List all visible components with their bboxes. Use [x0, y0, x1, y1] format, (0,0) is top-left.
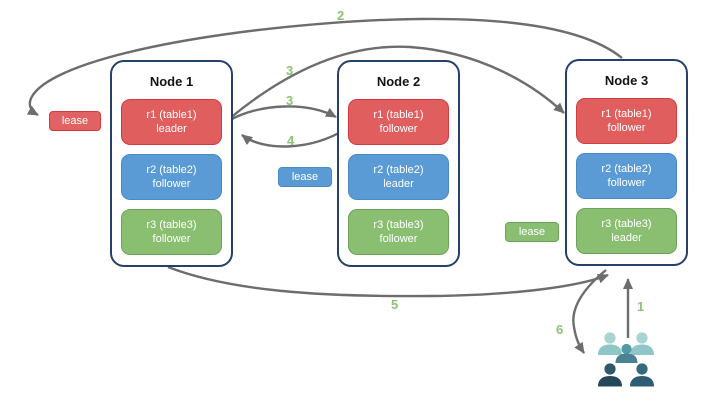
lease-badge-r1: lease	[49, 111, 101, 131]
node-2-title: Node 2	[376, 74, 421, 89]
replica-role-label: follower	[607, 177, 646, 189]
replica-role-label: follower	[152, 233, 191, 245]
users-icon	[598, 332, 654, 387]
replica-role-label: leader	[156, 123, 187, 135]
node2-replica-r2: r2 (table2) leader	[348, 154, 449, 200]
step-label-2: 2	[337, 8, 345, 23]
replica-range-label: r3 (table3)	[373, 219, 424, 231]
lease-badge-r2: lease	[278, 167, 332, 187]
node-1-box: Node 1 r1 (table1) leader r2 (table2) fo…	[110, 60, 233, 267]
node3-replica-r3: r3 (table3) leader	[576, 208, 677, 254]
arrow-step6-gateway-to-user	[572, 269, 607, 354]
node2-replica-r3: r3 (table3) follower	[348, 209, 449, 255]
node2-replica-r1: r1 (table1) follower	[348, 99, 449, 145]
lease-badge-r3: lease	[505, 222, 559, 242]
node-2-box: Node 2 r1 (table1) follower r2 (table2) …	[337, 60, 460, 267]
replica-range-label: r2 (table2)	[373, 164, 424, 176]
replica-range-label: r3 (table3)	[601, 218, 652, 230]
replica-range-label: r1 (table1)	[601, 108, 652, 120]
replica-role-label: follower	[379, 233, 418, 245]
step-label-6: 6	[556, 322, 564, 337]
node-1-title: Node 1	[149, 74, 194, 89]
replica-role-label: leader	[611, 232, 642, 244]
node1-replica-r2: r2 (table2) follower	[121, 154, 222, 200]
replica-range-label: r2 (table2)	[601, 163, 652, 175]
step-label-3b: 3	[286, 93, 294, 108]
replica-role-label: follower	[152, 178, 191, 190]
replica-range-label: r2 (table2)	[146, 164, 197, 176]
replica-role-label: follower	[379, 123, 418, 135]
replica-range-label: r1 (table1)	[373, 109, 424, 121]
node-3-box: Node 3 r1 (table1) follower r2 (table2) …	[565, 59, 688, 266]
step-label-4: 4	[287, 133, 295, 148]
arrow-step3-leader-to-node3	[228, 45, 565, 120]
replica-role-label: leader	[383, 178, 414, 190]
step-label-5: 5	[391, 297, 399, 312]
arrow-step3-leader-to-node2	[229, 105, 337, 122]
node-3-title: Node 3	[604, 73, 649, 88]
step-label-3a: 3	[286, 63, 294, 78]
arrow-step5-leader-to-gateway	[167, 265, 609, 298]
arrow-step4-node2-ack	[241, 128, 345, 148]
replica-range-label: r1 (table1)	[146, 109, 197, 121]
node3-replica-r1: r1 (table1) follower	[576, 98, 677, 144]
step-label-1: 1	[637, 299, 645, 314]
replica-range-label: r3 (table3)	[146, 219, 197, 231]
arrow-step2-gateway-to-lease	[26, 17, 623, 117]
node3-replica-r2: r2 (table2) follower	[576, 153, 677, 199]
node1-replica-r1: r1 (table1) leader	[121, 99, 222, 145]
node1-replica-r3: r3 (table3) follower	[121, 209, 222, 255]
replica-role-label: follower	[607, 122, 646, 134]
